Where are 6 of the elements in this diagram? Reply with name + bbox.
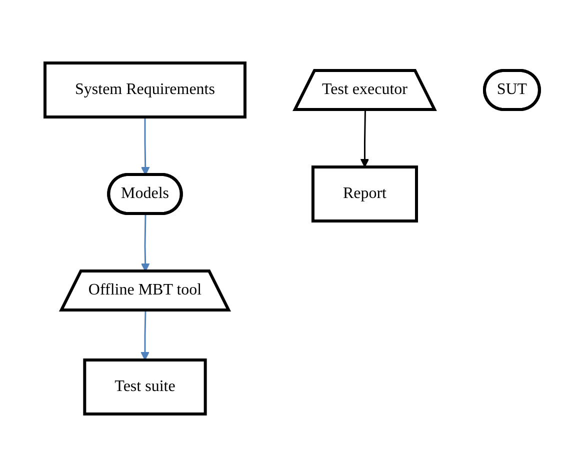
arrow [141,116,150,175]
node-box: System Requirements [44,61,247,118]
arrow [140,310,150,360]
node-box: Report [312,165,418,222]
node-box: Test suite [83,358,208,415]
arrow [360,109,370,167]
